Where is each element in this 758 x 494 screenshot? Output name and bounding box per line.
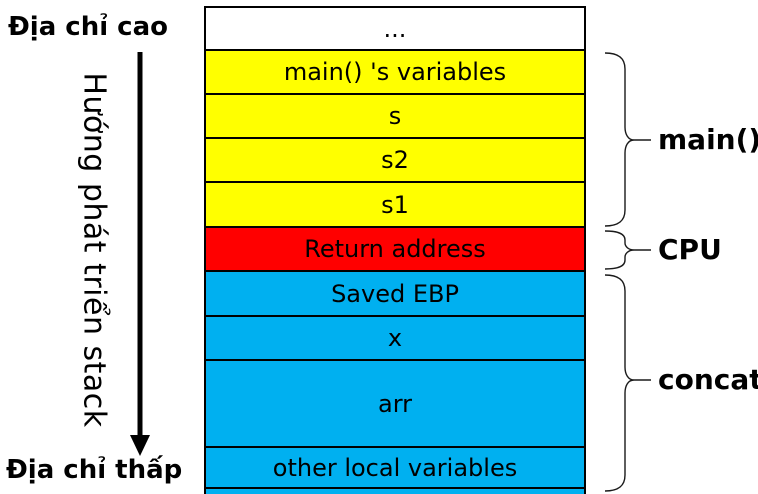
- group-label-concat: concat(): [658, 363, 758, 396]
- group-label-cpu: CPU: [658, 233, 722, 266]
- stack-row-s2: s2: [206, 139, 584, 183]
- stack-column: ... main() 's variables s s2 s1 Return a…: [204, 6, 586, 494]
- stack-growth-arrow: [130, 52, 150, 456]
- stack-growth-direction-label: Hướng phát triển stack: [76, 72, 112, 428]
- high-address-label: Địa chỉ cao: [8, 12, 168, 42]
- group-label-main: main(): [658, 123, 758, 156]
- stack-row-saved-ebp: Saved EBP: [206, 272, 584, 317]
- brace-concat: [604, 274, 651, 492]
- brace-main: [604, 52, 651, 227]
- stack-row-s: s: [206, 95, 584, 139]
- stack-row-main-variables: main() 's variables: [206, 51, 584, 95]
- stack-row-overflow: [206, 489, 584, 494]
- stack-row-x: x: [206, 317, 584, 361]
- stack-row-ellipsis: ...: [206, 8, 584, 51]
- brace-cpu: [604, 230, 651, 270]
- low-address-label: Địa chỉ thấp: [6, 455, 183, 485]
- stack-row-arr: arr: [206, 361, 584, 448]
- stack-row-other-locals: other local variables: [206, 448, 584, 489]
- stack-row-return-address: Return address: [206, 228, 584, 272]
- stack-row-s1: s1: [206, 183, 584, 228]
